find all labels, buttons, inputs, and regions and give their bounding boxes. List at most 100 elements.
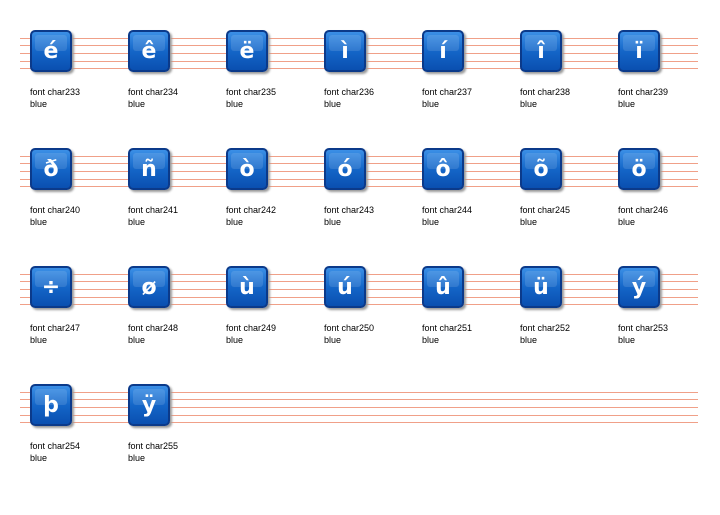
icon-color: blue: [618, 335, 636, 345]
char-icon[interactable]: ó: [324, 148, 366, 190]
icon-name: font char242: [226, 205, 277, 215]
char-icon[interactable]: õ: [520, 148, 562, 190]
icon-color: blue: [422, 217, 440, 227]
char-icon[interactable]: ê: [128, 30, 170, 72]
icon-item[interactable]: ù font char249 blue: [226, 266, 324, 376]
icon-color: blue: [30, 453, 48, 463]
icon-item[interactable]: þ font char254 blue: [30, 384, 128, 494]
icon-item[interactable]: ï font char239 blue: [618, 30, 716, 140]
icon-item[interactable]: ë font char235 blue: [226, 30, 324, 140]
icon-name: font char240: [30, 205, 81, 215]
char-icon[interactable]: ì: [324, 30, 366, 72]
icon-label: font char253 blue: [618, 322, 668, 346]
char-icon[interactable]: é: [30, 30, 72, 72]
icon-item[interactable]: í font char237 blue: [422, 30, 520, 140]
icon-item[interactable]: ü font char252 blue: [520, 266, 618, 376]
icon-color: blue: [226, 335, 244, 345]
icon-label: font char248 blue: [128, 322, 178, 346]
icon-color: blue: [422, 99, 440, 109]
char-icon[interactable]: î: [520, 30, 562, 72]
char-icon[interactable]: ð: [30, 148, 72, 190]
icon-label: font char235 blue: [226, 86, 276, 110]
icon-name: font char237: [422, 87, 473, 97]
icon-name: font char245: [520, 205, 571, 215]
icon-name: font char234: [128, 87, 179, 97]
icon-color: blue: [128, 453, 146, 463]
icon-name: font char255: [128, 441, 179, 451]
icon-item[interactable]: ö font char246 blue: [618, 148, 716, 258]
icon-item[interactable]: õ font char245 blue: [520, 148, 618, 258]
icon-color: blue: [128, 335, 146, 345]
icon-name: font char239: [618, 87, 669, 97]
char-icon[interactable]: ë: [226, 30, 268, 72]
icon-name: font char233: [30, 87, 81, 97]
icon-name: font char254: [30, 441, 81, 451]
char-icon[interactable]: ò: [226, 148, 268, 190]
char-icon[interactable]: ù: [226, 266, 268, 308]
icon-color: blue: [324, 99, 342, 109]
icon-name: font char247: [30, 323, 81, 333]
char-icon[interactable]: ñ: [128, 148, 170, 190]
icon-color: blue: [226, 99, 244, 109]
icon-name: font char249: [226, 323, 277, 333]
icon-name: font char250: [324, 323, 375, 333]
icon-name: font char235: [226, 87, 277, 97]
char-icon[interactable]: ÷: [30, 266, 72, 308]
icon-label: font char244 blue: [422, 204, 472, 228]
char-icon[interactable]: ô: [422, 148, 464, 190]
icon-name: font char251: [422, 323, 473, 333]
char-icon[interactable]: ú: [324, 266, 366, 308]
icon-label: font char249 blue: [226, 322, 276, 346]
icon-item[interactable]: ô font char244 blue: [422, 148, 520, 258]
icon-name: font char253: [618, 323, 669, 333]
char-icon[interactable]: ö: [618, 148, 660, 190]
icon-color: blue: [520, 99, 538, 109]
char-icon[interactable]: ø: [128, 266, 170, 308]
guide-line: [20, 415, 698, 416]
icon-label: font char255 blue: [128, 440, 178, 464]
char-icon[interactable]: ü: [520, 266, 562, 308]
icon-color: blue: [618, 99, 636, 109]
char-icon[interactable]: ÿ: [128, 384, 170, 426]
char-icon[interactable]: í: [422, 30, 464, 72]
icon-item[interactable]: ú font char250 blue: [324, 266, 422, 376]
icon-item[interactable]: û font char251 blue: [422, 266, 520, 376]
char-icon[interactable]: ý: [618, 266, 660, 308]
icon-label: font char250 blue: [324, 322, 374, 346]
icon-color: blue: [422, 335, 440, 345]
icon-color: blue: [324, 335, 342, 345]
icon-label: font char237 blue: [422, 86, 472, 110]
icon-color: blue: [520, 217, 538, 227]
icon-label: font char246 blue: [618, 204, 668, 228]
char-icon[interactable]: þ: [30, 384, 72, 426]
icon-name: font char241: [128, 205, 179, 215]
icon-name: font char252: [520, 323, 571, 333]
icon-name: font char243: [324, 205, 375, 215]
icon-name: font char244: [422, 205, 473, 215]
icon-color: blue: [618, 217, 636, 227]
icon-item[interactable]: ÿ font char255 blue: [128, 384, 226, 494]
icon-item[interactable]: ý font char253 blue: [618, 266, 716, 376]
icon-row: þ font char254 blue ÿ font char255 blue: [0, 384, 720, 502]
icon-name: font char248: [128, 323, 179, 333]
char-icon[interactable]: û: [422, 266, 464, 308]
icon-color: blue: [520, 335, 538, 345]
icon-item[interactable]: ø font char248 blue: [128, 266, 226, 376]
char-icon[interactable]: ï: [618, 30, 660, 72]
icon-name: font char246: [618, 205, 669, 215]
